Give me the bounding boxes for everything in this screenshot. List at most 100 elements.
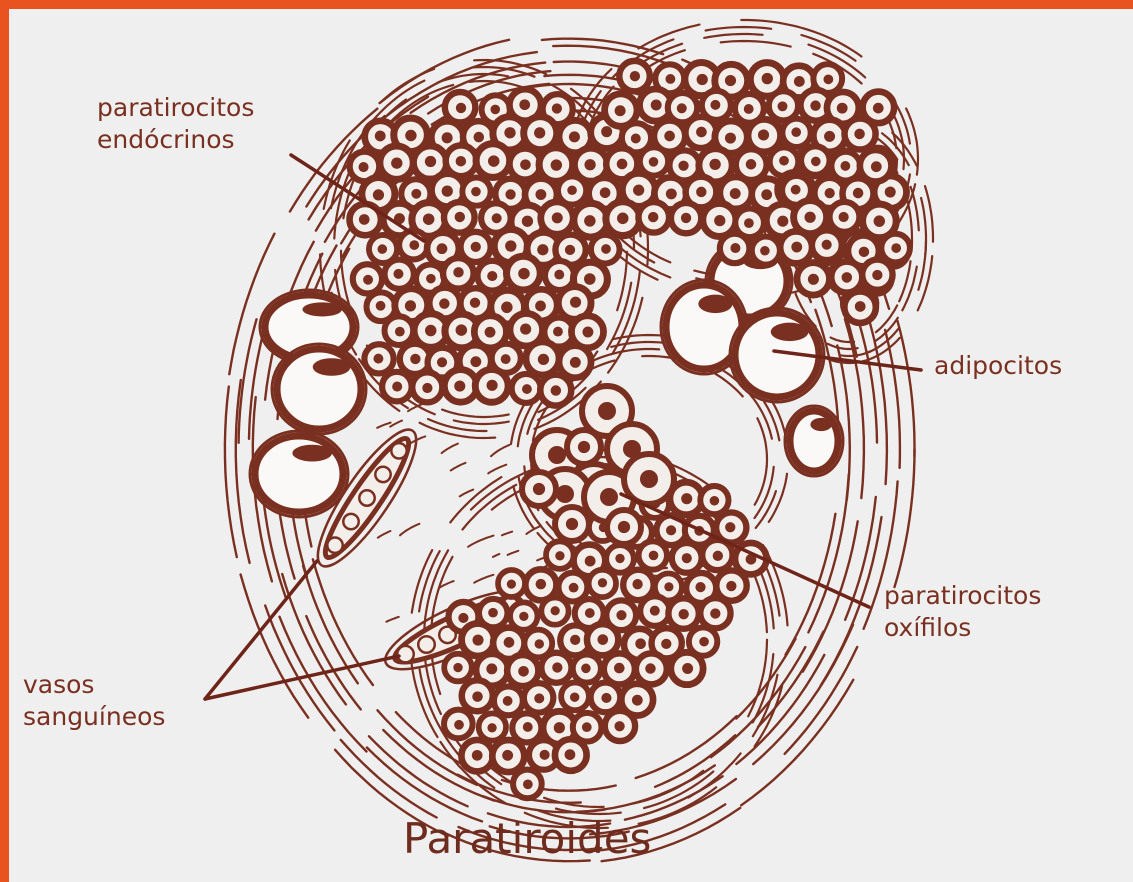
chief-cell-66 — [364, 344, 393, 373]
chief-cell-45 — [385, 260, 414, 289]
chief-cell-151 — [881, 234, 910, 263]
chief-cell-191 — [587, 624, 618, 655]
chief-cell-121 — [606, 202, 640, 236]
chief-cell-49 — [506, 256, 540, 290]
oxyphil-cell-8 — [567, 430, 601, 464]
oxyphil-cell-10 — [607, 510, 641, 544]
chief-cell-173 — [589, 570, 616, 597]
chief-cell-207 — [591, 683, 621, 713]
stroma-fiber-100 — [442, 410, 509, 417]
label-vessels-line1: vasos — [23, 669, 94, 701]
diagram-panel: paratirocitos endócrinos adipocitos para… — [9, 9, 1133, 882]
chief-cell-211 — [512, 713, 541, 742]
stroma-fiber-29 — [753, 625, 853, 764]
chief-cell-181 — [541, 598, 568, 625]
label-oxyphil-line2: oxífilos — [884, 612, 971, 644]
chief-cell-136 — [797, 263, 830, 296]
chief-cell-198 — [541, 653, 571, 683]
chief-cell-76 — [475, 369, 508, 402]
chief-cell-100 — [782, 119, 810, 147]
chief-cell-214 — [605, 711, 635, 741]
stroma-fiber-155 — [704, 34, 762, 38]
chief-cell-205 — [524, 683, 553, 712]
stroma-fiber-320 — [491, 445, 509, 456]
stroma-fiber-174 — [638, 25, 699, 49]
stroma-fiber-253 — [412, 550, 432, 613]
stroma-fiber-209 — [866, 338, 900, 361]
stroma-fiber-6 — [225, 387, 237, 557]
chief-cell-71 — [526, 342, 559, 375]
stroma-fiber-179 — [876, 305, 897, 332]
stroma-fiber-7 — [229, 234, 274, 375]
stroma-fiber-61 — [306, 616, 360, 709]
chief-cell-165 — [606, 545, 634, 573]
chief-cell-147 — [829, 202, 859, 232]
chief-cell-216 — [492, 740, 524, 772]
chief-cell-16 — [476, 144, 510, 178]
chief-cell-31 — [444, 202, 475, 233]
stroma-fiber-300 — [493, 554, 500, 557]
stroma-fiber-43 — [736, 655, 824, 764]
chief-cell-204 — [494, 686, 523, 715]
chief-cell-218 — [555, 739, 587, 771]
stroma-fiber-275 — [611, 349, 660, 354]
stroma-fiber-20 — [236, 380, 250, 563]
stroma-fiber-315 — [400, 524, 419, 536]
chief-cell-210 — [479, 713, 506, 740]
stroma-fiber-299 — [442, 444, 458, 454]
chief-cell-140 — [801, 146, 829, 174]
adipocyte-6 — [785, 406, 843, 476]
chief-cell-122 — [638, 202, 669, 233]
chief-cell-199 — [573, 654, 601, 682]
oxyphil-cell-7 — [522, 472, 556, 506]
chief-cell-186 — [700, 598, 730, 628]
chief-cell-167 — [672, 543, 702, 573]
chief-cell-78 — [540, 375, 571, 406]
label-endocrine-line1: paratirocitos — [97, 92, 254, 124]
chief-cell-157 — [700, 486, 728, 514]
oxyphil-cell-9 — [555, 507, 589, 541]
chief-cell-59 — [385, 316, 414, 345]
label-endocrine-line2: endócrinos — [97, 124, 235, 156]
adipocyte-4 — [272, 344, 366, 434]
chief-cell-152 — [831, 262, 862, 293]
chief-cell-130 — [720, 234, 750, 264]
chief-cell-131 — [752, 237, 780, 265]
chief-cell-202 — [671, 652, 703, 684]
chief-cell-163 — [546, 541, 574, 569]
chief-cell-102 — [845, 118, 876, 149]
chief-cell-219 — [513, 770, 542, 799]
chief-cell-13 — [380, 146, 413, 179]
stroma-fiber-319 — [390, 421, 402, 427]
chief-cell-184 — [640, 596, 670, 626]
label-vessels-line2: sanguíneos — [23, 701, 165, 733]
chief-cell-79 — [619, 61, 649, 91]
stroma-fiber-306 — [386, 617, 398, 622]
stroma-fiber-0 — [895, 449, 915, 587]
chief-cell-209 — [444, 710, 473, 739]
stroma-fiber-313 — [378, 531, 391, 538]
stroma-fiber-165 — [706, 27, 772, 31]
chief-cell-206 — [561, 682, 589, 710]
stroma-fiber-317 — [474, 575, 493, 583]
stroma-fiber-301 — [377, 423, 390, 428]
chief-cell-201 — [636, 653, 667, 684]
chief-cell-195 — [444, 654, 472, 682]
chief-cell-154 — [844, 291, 876, 323]
chief-cell-72 — [559, 346, 591, 378]
stroma-fiber-267 — [757, 418, 767, 467]
chief-cell-170 — [498, 570, 525, 597]
chief-cell-123 — [671, 203, 701, 233]
chief-cell-73 — [382, 372, 412, 402]
chief-cell-215 — [461, 740, 493, 772]
stroma-fiber-302 — [468, 536, 493, 547]
stroma-fiber-145 — [721, 41, 791, 47]
chief-cell-203 — [462, 680, 493, 711]
diagram-title: Paratiroides — [403, 814, 651, 864]
chief-cell-74 — [412, 372, 442, 402]
label-adipocytes: adipocitos — [934, 350, 1062, 382]
stroma-fiber-298 — [488, 465, 506, 474]
label-oxyphil-line1: paratirocitos — [884, 580, 1041, 612]
chief-cell-166 — [639, 541, 667, 569]
chief-cell-47 — [443, 258, 474, 289]
